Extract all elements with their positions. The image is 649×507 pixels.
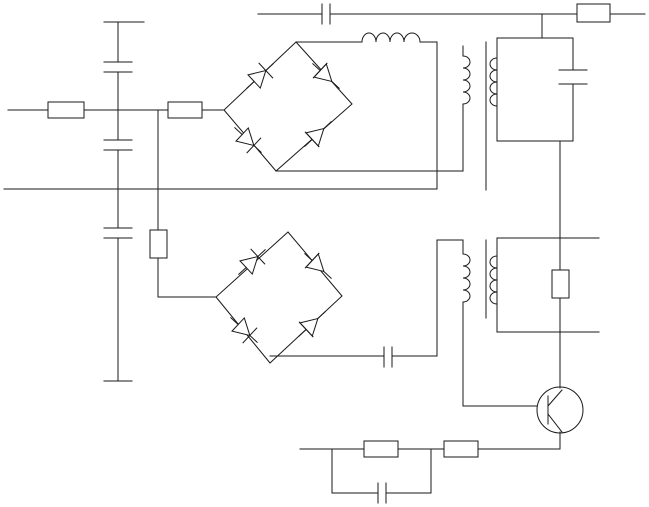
capacitor [321, 3, 331, 25]
diode [234, 126, 262, 154]
diode [312, 62, 340, 89]
diode [298, 311, 326, 338]
capacitor [377, 482, 387, 504]
capacitor [103, 61, 133, 73]
diode [246, 62, 274, 90]
capacitor [103, 227, 133, 239]
capacitor [103, 139, 133, 151]
transformer-secondary-coil [489, 247, 498, 321]
bridge-upper [223, 41, 353, 172]
transformer-secondary-coil [489, 49, 498, 131]
diode [304, 252, 332, 279]
transformer-primary-coil [462, 45, 471, 117]
wires [3, 13, 646, 494]
diode [304, 121, 332, 148]
capacitor [383, 346, 393, 368]
transistor [536, 386, 584, 434]
transformer-primary-coil [462, 245, 471, 307]
resistor [47, 101, 85, 119]
resistor [363, 440, 399, 458]
resistor [443, 440, 479, 458]
diode [230, 316, 258, 344]
bridge-lower [215, 231, 343, 364]
resistor [167, 101, 203, 119]
capacitor [558, 69, 588, 85]
inductor [361, 32, 421, 43]
resistor [551, 269, 570, 299]
resistor [576, 3, 611, 23]
diode [238, 248, 266, 276]
resistor [149, 229, 168, 259]
